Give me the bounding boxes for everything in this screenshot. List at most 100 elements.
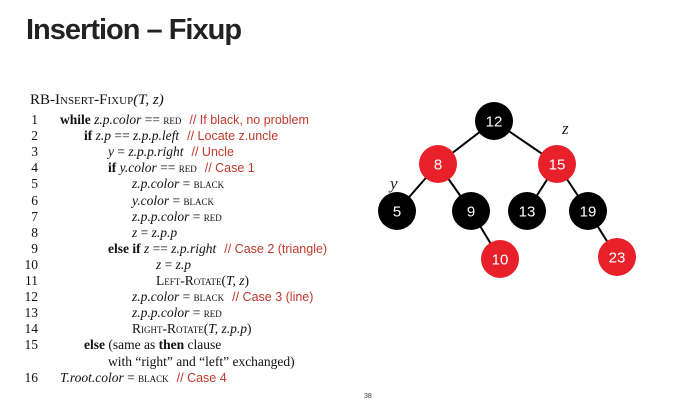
line-number: 13 xyxy=(24,305,39,321)
code-token: black xyxy=(193,176,225,192)
code-line: 2 if z.p == z.p.p.left// Locate z.uncle xyxy=(0,128,360,144)
code-comment: // Case 1 xyxy=(204,161,255,176)
code-token: = xyxy=(114,144,129,160)
code-token: then xyxy=(158,337,185,353)
code-text: z.p.p.color = red xyxy=(132,305,222,321)
code-token: else if xyxy=(108,240,144,256)
node-circle xyxy=(452,192,490,230)
code-token: = xyxy=(123,369,139,385)
line-number: 1 xyxy=(31,112,38,127)
code-token: z.p.color xyxy=(132,176,180,192)
code-token: ) xyxy=(244,273,250,288)
node-label: 10 xyxy=(492,252,509,269)
line-number: 15 xyxy=(24,337,39,353)
code-token: = xyxy=(169,192,184,208)
code-token: = xyxy=(189,208,204,224)
code-text: y.color = black xyxy=(132,193,214,209)
tree-node-12: 12 xyxy=(475,102,513,140)
code-token: T, z xyxy=(226,273,245,288)
line-number: 6 xyxy=(31,192,38,208)
code-token: black xyxy=(138,369,169,385)
code-token: z xyxy=(156,256,162,272)
code-line: 15 else (same as then clause xyxy=(0,337,360,353)
line-number: 7 xyxy=(31,208,38,224)
code-token: z.p.p.left xyxy=(133,128,180,144)
code-text: else if z == z.p.right// Case 2 (triangl… xyxy=(108,241,327,257)
code-token: black xyxy=(193,289,225,305)
code-line: 13 z.p.p.color = red xyxy=(0,305,360,321)
line-number: 16 xyxy=(24,369,39,385)
code-token: Right-Rotate xyxy=(132,321,204,337)
algorithm-params: (T, z) xyxy=(133,92,164,108)
code-token: == xyxy=(149,240,172,256)
code-token: with “right” and “left” exchanged) xyxy=(108,353,295,369)
node-label: 19 xyxy=(580,204,597,221)
tree-node-8: 8 xyxy=(419,145,457,183)
tree-node-23: 23 xyxy=(598,238,636,276)
algorithm-header: RB-Insert-Fixup(T, z) xyxy=(30,92,164,109)
code-line: 11 Left-Rotate(T, z) xyxy=(0,273,360,289)
code-text: z = z.p xyxy=(156,257,191,273)
code-line: with “right” and “left” exchanged) xyxy=(0,354,360,370)
code-token: z.p.right xyxy=(171,240,217,256)
algorithm-name: RB-Insert-Fixup xyxy=(30,92,134,108)
code-text: with “right” and “left” exchanged) xyxy=(108,354,295,370)
code-token: z.p xyxy=(95,128,112,144)
code-token: z.p.p xyxy=(151,224,178,240)
tree-node-10: 10 xyxy=(481,240,519,278)
code-comment: // Case 2 (triangle) xyxy=(224,241,328,256)
code-token: z.p.p.right xyxy=(128,144,184,160)
code-text: Left-Rotate(T, z) xyxy=(156,273,249,289)
line-number: 2 xyxy=(31,128,38,144)
code-token: z xyxy=(132,224,138,240)
code-token: == xyxy=(141,112,164,127)
node-circle xyxy=(481,240,519,278)
code-token: = xyxy=(161,256,176,272)
code-comment: // Uncle xyxy=(191,145,234,160)
code-comment: // Case 4 xyxy=(176,370,227,385)
code-token: if xyxy=(84,128,96,144)
marker-y: y xyxy=(388,174,398,193)
code-text: z = z.p.p xyxy=(132,225,177,241)
line-number: 4 xyxy=(31,160,38,176)
line-number: 11 xyxy=(25,273,38,288)
code-token: z.p.color xyxy=(94,112,142,127)
code-token: z.p.p.color xyxy=(132,305,190,321)
code-token: else xyxy=(84,337,109,353)
code-token: T, z.p.p xyxy=(208,321,248,337)
code-token: black xyxy=(183,192,215,208)
node-circle xyxy=(569,192,607,230)
code-token: if xyxy=(108,160,120,176)
node-label: 13 xyxy=(519,204,536,221)
code-token: y xyxy=(108,144,114,160)
code-token: == xyxy=(111,128,133,144)
code-text: z.p.color = black xyxy=(132,176,224,192)
code-token: z.p xyxy=(175,256,192,272)
code-token: Left-Rotate xyxy=(156,273,222,288)
line-number: 12 xyxy=(24,289,39,305)
page-number: 38 xyxy=(364,393,372,400)
code-text: else (same as then clause xyxy=(84,337,221,353)
marker-z: z xyxy=(561,119,569,138)
slide-title: Insertion – Fixup xyxy=(26,14,242,46)
node-circle xyxy=(598,238,636,276)
code-token: red xyxy=(178,160,197,176)
code-token: red xyxy=(163,112,182,127)
code-token: clause xyxy=(184,337,222,353)
code-text: y = z.p.p.right // Uncle xyxy=(108,144,234,160)
node-circle xyxy=(538,145,576,183)
code-token: (same as xyxy=(108,337,159,353)
code-token: = xyxy=(179,176,194,192)
tree-node-13: 13 xyxy=(508,192,546,230)
code-line: 6 y.color = black xyxy=(0,193,360,209)
node-label: 12 xyxy=(486,114,503,131)
code-text: if z.p == z.p.p.left// Locate z.uncle xyxy=(84,128,278,144)
code-token: ( xyxy=(203,321,209,337)
code-token: red xyxy=(203,305,222,321)
node-label: 23 xyxy=(609,250,626,267)
